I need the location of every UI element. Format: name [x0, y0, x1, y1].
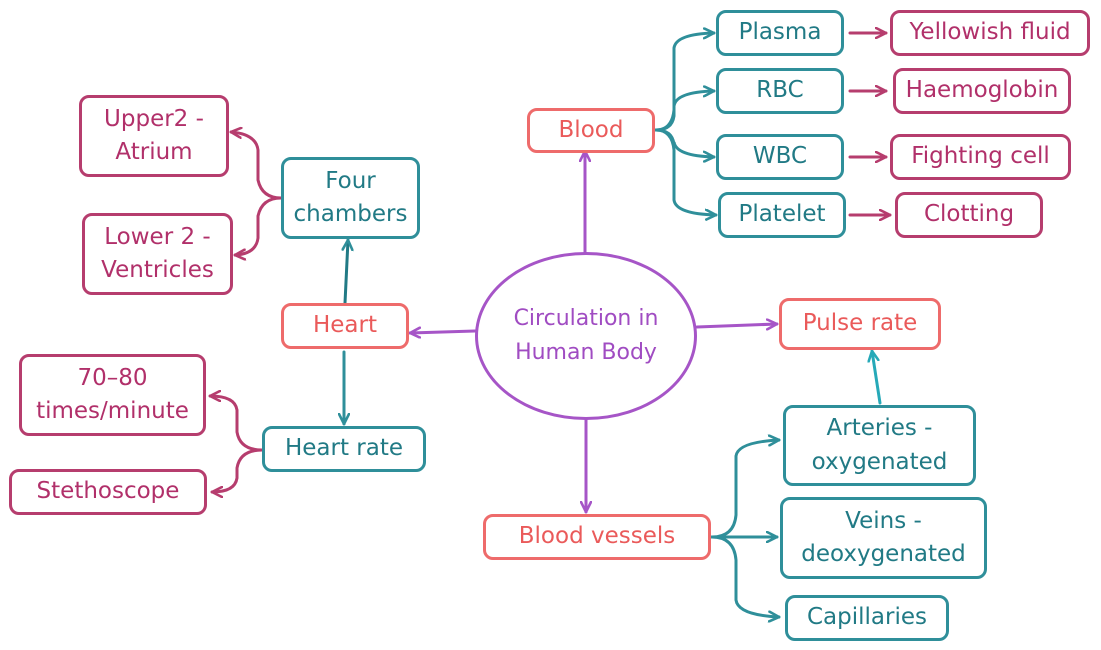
rbc-label: RBC — [756, 77, 804, 104]
blood-vessels-label: Blood vessels — [518, 523, 676, 550]
platelet-node[interactable]: Platelet — [718, 192, 846, 238]
connector-vessels-capillaries — [710, 535, 781, 617]
connector-blood-rbc — [654, 91, 716, 132]
connector-blood-wbc — [654, 128, 716, 157]
four-chambers-node[interactable]: Four chambers — [281, 157, 420, 239]
platelet-detail-node[interactable]: Clotting — [895, 192, 1043, 238]
rate-value-node[interactable]: 70–80 times/minute — [19, 354, 206, 436]
lower-ventricles-label: Lower 2 - Ventricles — [101, 223, 214, 283]
arteries-label: Arteries - oxygenated — [811, 415, 948, 475]
center-node[interactable]: Circulation in Human Body — [475, 252, 697, 420]
connector-chambers-upper — [229, 132, 283, 200]
rate-value-label: 70–80 times/minute — [36, 364, 189, 424]
plasma-detail-label: Yellowish fluid — [909, 19, 1071, 46]
pulse-rate-node[interactable]: Pulse rate — [779, 298, 941, 350]
stethoscope-node[interactable]: Stethoscope — [9, 469, 207, 515]
arteries-node[interactable]: Arteries - oxygenated — [783, 405, 976, 486]
capillaries-node[interactable]: Capillaries — [785, 595, 949, 641]
connector-chambers-lower — [233, 196, 283, 255]
veins-node[interactable]: Veins - deoxygenated — [780, 497, 987, 579]
rbc-detail-label: Haemoglobin — [905, 77, 1059, 104]
four-chambers-label: Four chambers — [293, 167, 408, 227]
connector-heart-chambers — [345, 238, 348, 305]
plasma-node[interactable]: Plasma — [716, 10, 844, 56]
plasma-label: Plasma — [738, 19, 822, 46]
heart-rate-node[interactable]: Heart rate — [262, 426, 426, 472]
center-label: Circulation in Human Body — [513, 305, 659, 365]
connector-vessels-arteries — [710, 440, 781, 539]
connector-arteries-pulse — [872, 349, 882, 405]
pulse-rate-label: Pulse rate — [802, 310, 918, 337]
wbc-detail-label: Fighting cell — [911, 143, 1050, 170]
capillaries-label: Capillaries — [807, 604, 927, 631]
wbc-label: WBC — [752, 143, 808, 170]
upper-atrium-label: Upper2 - Atrium — [104, 105, 204, 165]
stethoscope-label: Stethoscope — [36, 478, 180, 505]
heart-label: Heart — [312, 312, 377, 339]
wbc-detail-node[interactable]: Fighting cell — [890, 134, 1071, 180]
blood-vessels-node[interactable]: Blood vessels — [483, 514, 711, 560]
rbc-node[interactable]: RBC — [716, 68, 844, 114]
heart-node[interactable]: Heart — [281, 303, 409, 349]
platelet-label: Platelet — [738, 201, 826, 228]
connector-rate-stethoscope — [210, 448, 264, 492]
connector-blood-platelet — [654, 128, 718, 215]
connector-center-pulse — [695, 324, 779, 327]
heart-rate-label: Heart rate — [284, 435, 404, 462]
connector-center-heart — [408, 331, 477, 333]
rbc-detail-node[interactable]: Haemoglobin — [893, 68, 1071, 114]
wbc-node[interactable]: WBC — [716, 134, 844, 180]
connector-rate-value — [208, 396, 264, 452]
plasma-detail-node[interactable]: Yellowish fluid — [890, 10, 1090, 56]
lower-ventricles-node[interactable]: Lower 2 - Ventricles — [82, 213, 233, 295]
connector-blood-plasma — [654, 33, 716, 132]
platelet-detail-label: Clotting — [923, 201, 1015, 228]
blood-label: Blood — [558, 116, 624, 143]
blood-node[interactable]: Blood — [527, 108, 655, 153]
upper-atrium-node[interactable]: Upper2 - Atrium — [79, 95, 229, 177]
veins-label: Veins - deoxygenated — [801, 507, 966, 567]
